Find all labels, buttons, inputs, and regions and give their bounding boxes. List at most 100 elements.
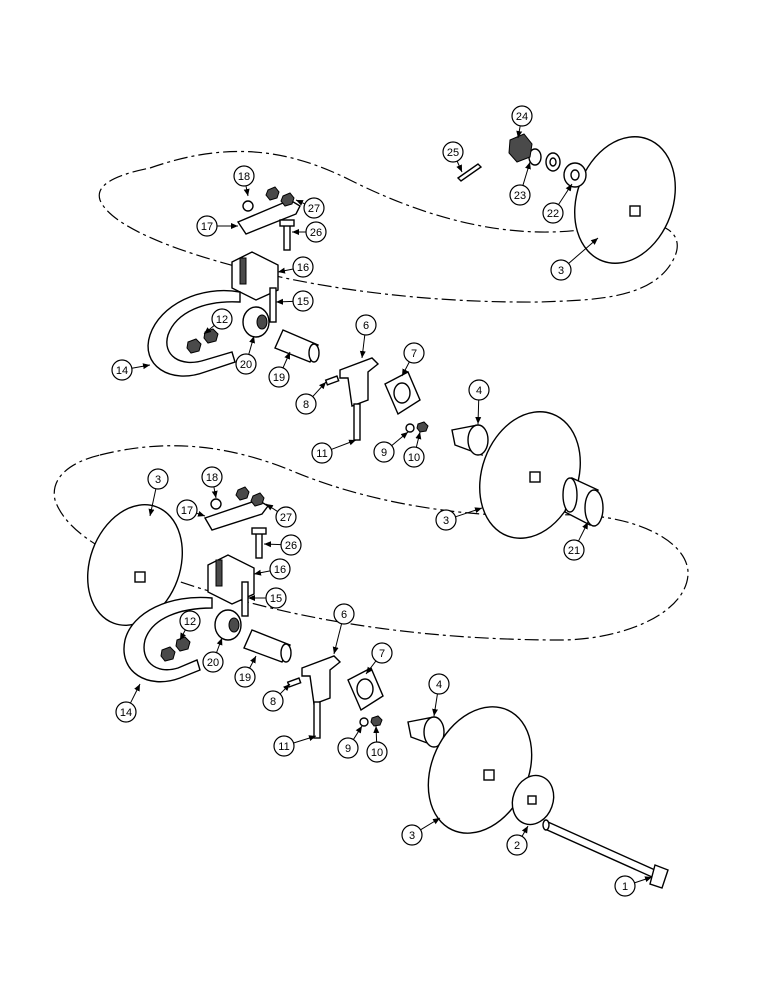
callout-circle xyxy=(292,256,314,278)
callout-number: 10 xyxy=(408,452,420,464)
callout-circle xyxy=(269,558,291,580)
callout-27: 27 xyxy=(265,503,297,528)
callout-number: 2 xyxy=(514,840,520,852)
callout-number: 7 xyxy=(411,348,417,360)
callout-number: 12 xyxy=(184,616,196,628)
callout-number: 18 xyxy=(238,171,250,183)
callout-number: 4 xyxy=(476,385,482,397)
callout-number: 26 xyxy=(310,227,322,239)
leader-line xyxy=(391,431,409,446)
callout-22: 22 xyxy=(542,183,573,224)
callout-number: 9 xyxy=(345,743,351,755)
callout-circle xyxy=(201,466,223,488)
washer-nut xyxy=(405,421,429,433)
callout-number: 24 xyxy=(516,111,528,123)
leader-line xyxy=(420,817,441,831)
disc-blade xyxy=(479,411,581,539)
callout-number: 7 xyxy=(379,648,385,660)
leader-line xyxy=(131,363,151,370)
callout-number: 4 xyxy=(436,679,442,691)
callout-circle xyxy=(333,603,355,625)
callout-number: 20 xyxy=(207,657,219,669)
callout-circle xyxy=(506,834,528,856)
scraper-blade xyxy=(147,290,241,377)
callout-number: 14 xyxy=(116,365,128,377)
callout-27: 27 xyxy=(295,197,325,219)
clamp xyxy=(231,251,279,301)
callout-15: 15 xyxy=(275,290,314,312)
callout-circle xyxy=(442,141,464,163)
callout-circle xyxy=(355,314,377,336)
callout-circle xyxy=(111,359,133,381)
washer-nut xyxy=(359,715,383,727)
callout-9: 9 xyxy=(337,725,363,759)
bearing-spool xyxy=(407,716,445,749)
callout-12: 12 xyxy=(203,308,233,335)
callout-circle xyxy=(179,610,201,632)
callout-25: 25 xyxy=(442,141,464,173)
callout-19: 19 xyxy=(268,351,291,388)
callout-20: 20 xyxy=(235,335,257,375)
nut-pair xyxy=(186,328,219,354)
leader-line xyxy=(179,629,186,641)
callout-circle xyxy=(614,875,636,897)
callout-number: 3 xyxy=(409,830,415,842)
leader-line xyxy=(243,185,250,197)
bearing-flange xyxy=(347,667,384,712)
leader-line xyxy=(248,335,255,355)
callout-number: 23 xyxy=(514,190,526,202)
callout-number: 9 xyxy=(381,447,387,459)
callout-circle xyxy=(262,690,284,712)
leader-line xyxy=(516,125,523,139)
leader-line xyxy=(148,488,157,517)
callout-number: 19 xyxy=(273,372,285,384)
callout-number: 26 xyxy=(285,540,297,552)
u-bolt-bolt xyxy=(241,581,249,617)
leader-line xyxy=(401,361,410,377)
callout-number: 6 xyxy=(341,609,347,621)
washer xyxy=(545,152,561,172)
callout-number: 22 xyxy=(547,208,559,220)
callout-8: 8 xyxy=(262,683,291,712)
leader-line xyxy=(634,876,653,884)
leader-line xyxy=(203,325,215,335)
leader-line xyxy=(352,725,363,740)
bolt-long xyxy=(353,403,361,441)
callout-number: 3 xyxy=(558,265,564,277)
bolt-long xyxy=(313,701,321,739)
callout-circle xyxy=(305,221,327,243)
callout-23: 23 xyxy=(509,161,531,206)
callout-number: 16 xyxy=(297,262,309,274)
callout-circle xyxy=(542,202,564,224)
callout-number: 18 xyxy=(206,472,218,484)
leader-line xyxy=(522,161,531,186)
callout-number: 15 xyxy=(270,593,282,605)
spacer-washer xyxy=(563,162,587,188)
callout-circle xyxy=(303,197,325,219)
callout-18: 18 xyxy=(201,466,223,499)
leader-line xyxy=(365,660,377,675)
callout-circle xyxy=(509,184,531,206)
callout-11: 11 xyxy=(311,439,357,464)
leader-line xyxy=(455,507,483,518)
callout-21: 21 xyxy=(563,521,589,561)
callout-circle xyxy=(196,215,218,237)
callout-6: 6 xyxy=(355,314,377,359)
leader-line xyxy=(373,725,380,743)
callout-3: 3 xyxy=(147,468,169,517)
callout-number: 6 xyxy=(363,320,369,332)
callout-14: 14 xyxy=(111,359,151,381)
callout-circle xyxy=(280,534,302,556)
callout-11: 11 xyxy=(273,735,317,757)
callout-circle xyxy=(233,165,255,187)
upper-gang-outline xyxy=(98,150,678,303)
leader-line xyxy=(475,399,482,425)
callout-number: 3 xyxy=(443,515,449,527)
callout-7: 7 xyxy=(365,642,393,675)
spool xyxy=(562,476,604,527)
leader-line xyxy=(265,503,278,512)
callout-circle xyxy=(275,506,297,528)
disc-blade xyxy=(86,504,184,626)
callout-circle xyxy=(176,499,198,521)
callout-circle xyxy=(211,308,233,330)
